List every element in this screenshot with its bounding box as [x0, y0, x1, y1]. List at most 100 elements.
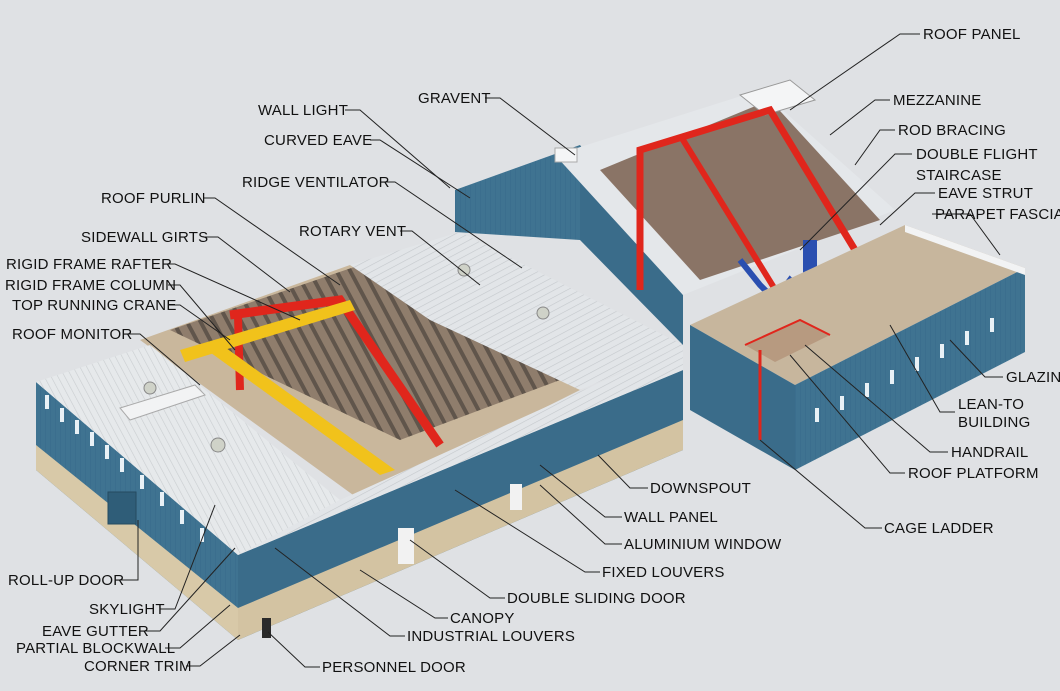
- leader-sidewall-girts: [205, 236, 291, 293]
- leader-partial-blockwall: [165, 604, 231, 649]
- roof-monitor-box: [119, 384, 206, 421]
- tall-rigid-frame: [636, 105, 858, 290]
- leader-lines: [120, 33, 1003, 668]
- label-wall-light: WALL LIGHT: [258, 102, 348, 119]
- leader-roof-purlin: [203, 197, 341, 286]
- lean-to-left-wall: [690, 325, 795, 470]
- leader-cage-ladder: [759, 439, 882, 529]
- partial-blockwall-front: [238, 420, 683, 640]
- leader-eave-gutter: [142, 547, 236, 632]
- tall-interior: [600, 100, 880, 280]
- label-building: BUILDING: [958, 414, 1030, 431]
- roof-platform: [745, 320, 830, 362]
- leader-roof-monitor: [128, 333, 201, 386]
- personnel-door: [262, 618, 271, 638]
- label-rigid-frame-column: RIGID FRAME COLUMN: [5, 277, 176, 294]
- label-roll-up-door: ROLL-UP DOOR: [8, 572, 124, 589]
- label-handrail: HANDRAIL: [951, 444, 1028, 461]
- leader-rigid-frame-rafter: [163, 263, 301, 321]
- label-staircase: STAIRCASE: [916, 167, 1002, 184]
- label-roof-panel: ROOF PANEL: [923, 26, 1021, 43]
- label-lean-to: LEAN-TO: [958, 396, 1024, 413]
- leader-wall-light: [345, 109, 451, 189]
- label-sidewall-girts: SIDEWALL GIRTS: [81, 229, 208, 246]
- label-rod-bracing: ROD BRACING: [898, 122, 1006, 139]
- front-door-2: [510, 484, 522, 510]
- leader-canopy: [359, 569, 448, 619]
- roof-left-slope: [36, 345, 340, 555]
- crane-runway: [200, 340, 395, 475]
- leader-gravent: [485, 97, 576, 156]
- leader-double-flight: [799, 153, 912, 251]
- roll-up-door: [107, 491, 137, 525]
- rotary-vent-2: [536, 306, 550, 320]
- label-roof-purlin: ROOF PURLIN: [101, 190, 206, 207]
- label-eave-gutter: EAVE GUTTER: [42, 623, 149, 640]
- label-industrial-louvers: INDUSTRIAL LOUVERS: [407, 628, 575, 645]
- label-gravent: GRAVENT: [418, 90, 491, 107]
- leader-fixed-louvers: [454, 489, 600, 573]
- double-sliding-door: [398, 528, 414, 564]
- leader-skylight: [160, 504, 216, 610]
- label-double-flight: DOUBLE FLIGHT: [916, 146, 1038, 163]
- leader-eave-strut: [879, 192, 935, 226]
- rigid-frame-rafter: [229, 295, 444, 448]
- leader-mezzanine: [829, 99, 890, 136]
- rotary-vent-3: [210, 437, 226, 453]
- leader-parapet-fascia: [932, 213, 1001, 256]
- handrail: [744, 318, 831, 346]
- rigid-frame-column: [234, 315, 244, 391]
- label-top-running-crane: TOP RUNNING CRANE: [12, 297, 177, 314]
- rotary-vent-1: [457, 263, 471, 277]
- leader-roll-up-door: [120, 520, 139, 581]
- label-rigid-frame-rafter: RIGID FRAME RAFTER: [6, 256, 172, 273]
- label-cage-ladder: CAGE LADDER: [884, 520, 994, 537]
- side-windows: [45, 395, 204, 542]
- leader-glazing: [949, 339, 1003, 378]
- label-canopy: CANOPY: [450, 610, 515, 627]
- label-corner-trim: CORNER TRIM: [84, 658, 192, 675]
- label-parapet-fascia: PARAPET FASCIA: [935, 206, 1060, 223]
- rotary-vent-4: [143, 381, 157, 395]
- label-wall-panel: WALL PANEL: [624, 509, 718, 526]
- label-curved-eave: CURVED EAVE: [264, 132, 372, 149]
- leader-downspout: [597, 454, 648, 489]
- label-rotary-vent: ROTARY VENT: [299, 223, 406, 240]
- leader-rigid-frame-column: [168, 284, 236, 351]
- leader-curved-eave: [370, 139, 471, 199]
- leader-ridge-ventilator: [383, 181, 523, 269]
- label-aluminium-window: ALUMINIUM WINDOW: [624, 536, 782, 553]
- label-double-sliding-door: DOUBLE SLIDING DOOR: [507, 590, 686, 607]
- leader-roof-panel: [789, 33, 920, 111]
- leader-aluminium-window: [539, 484, 622, 545]
- leader-handrail: [804, 344, 948, 453]
- glazing-windows: [815, 318, 994, 422]
- leader-industrial-louvers: [274, 547, 405, 637]
- label-skylight: SKYLIGHT: [89, 601, 165, 618]
- roof-panel-ridge: [738, 79, 817, 116]
- label-roof-monitor: ROOF MONITOR: [12, 326, 132, 343]
- leader-top-running-crane: [168, 304, 231, 341]
- leader-personnel-door: [267, 631, 320, 668]
- label-glazing: GLAZING: [1006, 369, 1060, 386]
- label-ridge-ventilator: RIDGE VENTILATOR: [242, 174, 390, 191]
- roof-front-slope: [238, 345, 683, 555]
- labels: ROOF PANEL GRAVENT WALL LIGHT CURVED EAV…: [5, 26, 1060, 676]
- partial-blockwall-end: [36, 445, 238, 640]
- tall-gable-wall: [455, 145, 580, 240]
- roof-back-slope: [350, 232, 683, 390]
- leader-corner-trim: [186, 634, 241, 667]
- label-roof-platform: ROOF PLATFORM: [908, 465, 1039, 482]
- leader-double-sliding-door: [409, 539, 505, 599]
- label-fixed-louvers: FIXED LOUVERS: [602, 564, 725, 581]
- label-downspout: DOWNSPOUT: [650, 480, 751, 497]
- leader-rod-bracing: [854, 129, 895, 166]
- label-eave-strut: EAVE STRUT: [938, 185, 1033, 202]
- label-mezzanine: MEZZANINE: [893, 92, 981, 109]
- leader-lean-to: [889, 324, 955, 413]
- leader-rotary-vent: [400, 230, 481, 286]
- lean-to-right-wall: [795, 268, 1025, 470]
- label-personnel-door: PERSONNEL DOOR: [322, 659, 466, 676]
